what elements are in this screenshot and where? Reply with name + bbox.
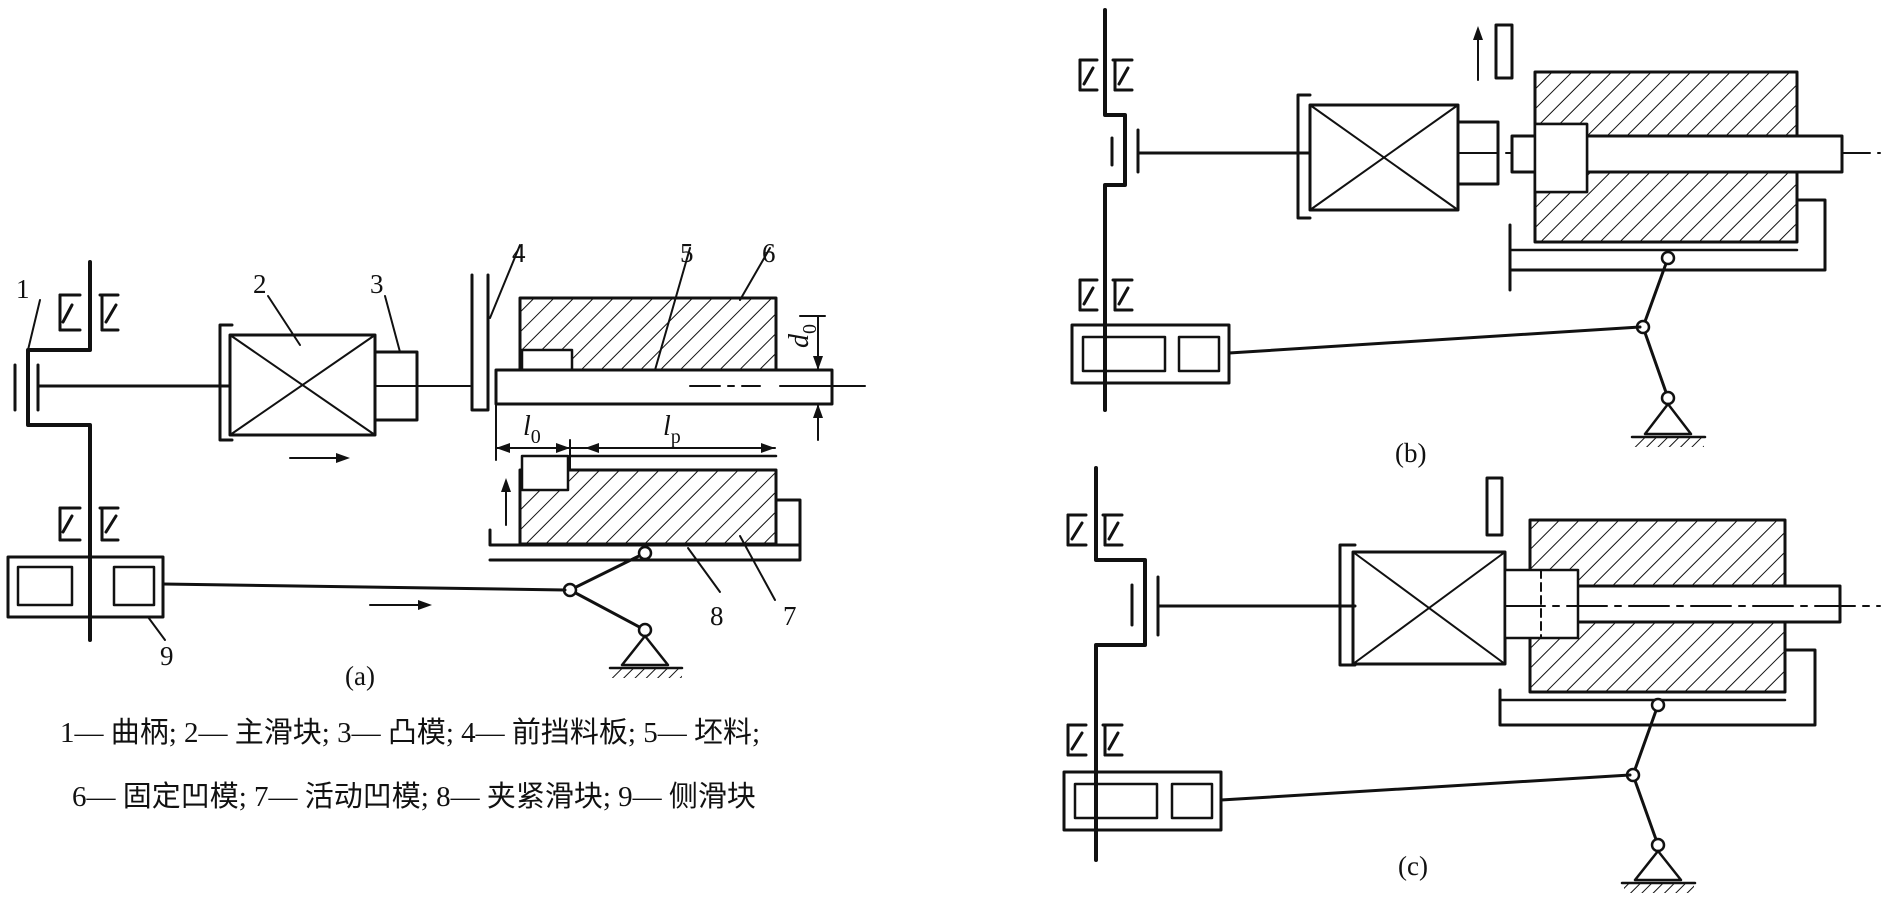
- label-3: 3: [370, 269, 384, 299]
- caption-c: (c): [1398, 851, 1428, 881]
- side-slider-b: [1070, 323, 1642, 385]
- legend-line-2: 6— 固定凹模; 7— 活动凹模; 8— 夹紧滑块; 9— 侧滑块: [72, 780, 756, 813]
- part-numbers: 1 2 3 4 5 6 7 8 9: [16, 238, 797, 671]
- toggle-c: [1620, 697, 1697, 893]
- dim-d0: [799, 315, 826, 441]
- dimension-labels: l0 lp d0: [523, 324, 821, 448]
- link-arrow: [369, 600, 432, 610]
- up-arrow: [501, 478, 511, 526]
- motion-arrow: [289, 453, 350, 463]
- label-8: 8: [710, 601, 724, 631]
- panel-c: [1062, 466, 1881, 893]
- captions: (a) (b) (c): [345, 438, 1428, 881]
- label-4: 4: [512, 238, 526, 268]
- label-5: 5: [680, 238, 694, 268]
- panel-b: [1070, 8, 1881, 447]
- label-2: 2: [253, 269, 267, 299]
- crank-b: [1078, 8, 1140, 412]
- label-6: 6: [762, 238, 776, 268]
- dim-lp-label: lp: [663, 411, 681, 448]
- toggle-linkage: [562, 545, 684, 678]
- side-slider-9: [6, 555, 567, 641]
- main-slider-c: [1338, 543, 1507, 667]
- legend-line-1: 1— 曲柄; 2— 主滑块; 3— 凸模; 4— 前挡料板; 5— 坯料;: [60, 716, 760, 749]
- crank-c: [1066, 466, 1160, 862]
- toggle-b: [1630, 250, 1707, 447]
- caption-a: (a): [345, 661, 375, 691]
- label-9: 9: [160, 641, 174, 671]
- fixed-die-b: [1533, 70, 1799, 138]
- caption-b: (b): [1395, 438, 1426, 468]
- label-7: 7: [783, 601, 797, 631]
- dim-l0-lp: [495, 403, 776, 471]
- front-stop-plate-4: [470, 273, 490, 412]
- dim-d0-label: d0: [784, 324, 821, 348]
- main-slider-b: [1296, 93, 1500, 220]
- side-slider-c: [1062, 770, 1632, 832]
- panel-a: [6, 244, 866, 678]
- legend: 1— 曲柄; 2— 主滑块; 3— 凸模; 4— 前挡料板; 5— 坯料; 6—…: [60, 716, 760, 813]
- dim-l0-label: l0: [523, 411, 541, 448]
- crank-1: [13, 260, 120, 642]
- up-arrow-b: [1473, 26, 1483, 81]
- label-1: 1: [16, 274, 30, 304]
